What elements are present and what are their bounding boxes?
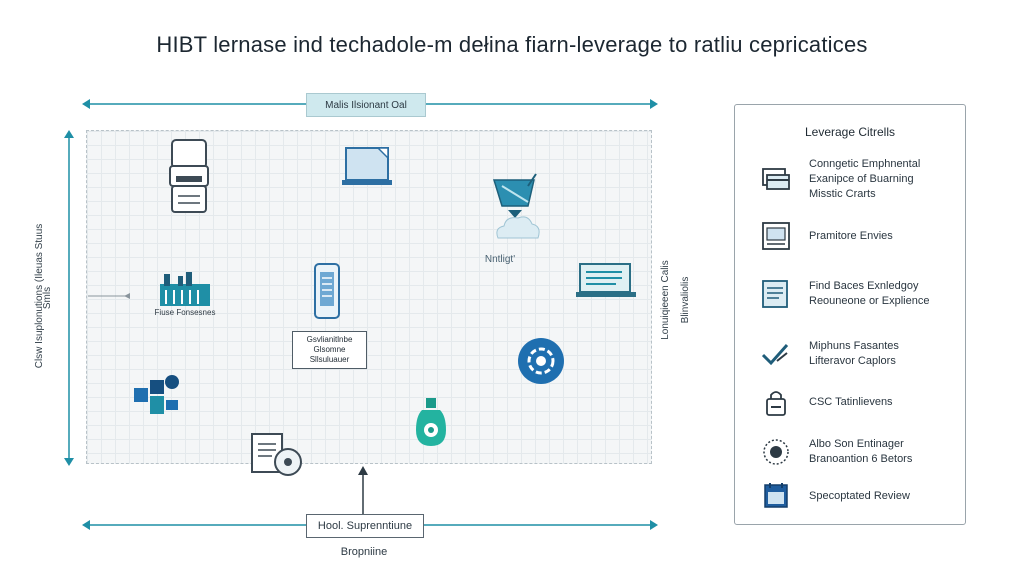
- factory-icon: [160, 272, 210, 306]
- document-chart-icon: [762, 280, 788, 308]
- leverage-panel: Leverage Citrells Conngetic Emphnental E…: [734, 104, 966, 525]
- cloud-label: Nntligt': [484, 254, 516, 265]
- panel-item: Pramitore Envies: [759, 221, 959, 251]
- panel-item-text: Conngetic Emphnental Exanipce of Buarnin…: [809, 158, 921, 200]
- globe-badge-icon: [518, 338, 564, 384]
- top-label: Malis Ilsionant Oal: [306, 93, 426, 117]
- left-connector: [88, 293, 130, 299]
- page-title: HIBT lernase ind techadole-m dełina fiar…: [156, 32, 868, 57]
- payment-cards-icon: [762, 167, 790, 190]
- left-span-arrow: [64, 130, 74, 466]
- right-vertical-label-2: Blinvaliolis: [680, 276, 691, 324]
- panel-item-text: Albo Son Entinager Branoantion 6 Betors: [809, 438, 913, 465]
- left-vertical-label-2: Smls: [42, 286, 53, 310]
- phone-info-box: Gsvlianitlnbe Glsomne Sllsuluauer: [292, 331, 367, 369]
- up-arrow: [358, 466, 368, 514]
- panel-item: Albo Son Entinager Branoantion 6 Betors: [759, 437, 959, 467]
- panel-title: Leverage Citrells: [804, 125, 896, 139]
- lock-icon: [766, 391, 786, 416]
- panel-item-text: Specoptated Review: [809, 489, 910, 502]
- bottom-caption: Bropniine: [340, 546, 388, 558]
- panel-item-text: Pramitore Envies: [809, 229, 893, 242]
- cloud-basket-icon: [492, 173, 540, 239]
- sunburst-icon: [763, 439, 789, 465]
- checkmark-tools-icon: [761, 344, 789, 366]
- panel-item-text: CSC Tatinlievens: [809, 395, 893, 408]
- bottle-icon: [416, 398, 446, 446]
- printer-icon: [169, 139, 209, 213]
- laptop-icon: [342, 147, 392, 185]
- panel-item-text: Miphuns Fasantes Lifteravor Caplors: [809, 340, 899, 367]
- browser-window-icon: [762, 222, 790, 250]
- calendar-icon: [764, 483, 788, 508]
- document-disc-icon: [251, 433, 302, 476]
- factory-label: Fiuse Fonsesnes: [154, 308, 216, 317]
- right-vertical-label: Lonuiqieeen Calis: [660, 260, 671, 340]
- panel-item: CSC Tatinlievens: [759, 387, 959, 417]
- bottom-label: Hool. Suprenntiune: [306, 514, 424, 538]
- panel-item-text: Find Baces Exnledgoy Reouneone or Explie…: [809, 280, 930, 307]
- panel-item: Conngetic Emphnental Exanipce of Buarnin…: [759, 157, 959, 202]
- monitor-document-icon: [576, 263, 636, 297]
- panel-item: Specoptated Review: [759, 481, 959, 511]
- panel-item: Miphuns Fasantes Lifteravor Caplors: [759, 339, 959, 369]
- puzzle-icon: [134, 375, 179, 414]
- smartphone-icon: [314, 263, 340, 319]
- panel-item: Find Baces Exnledgoy Reouneone or Explie…: [759, 279, 959, 309]
